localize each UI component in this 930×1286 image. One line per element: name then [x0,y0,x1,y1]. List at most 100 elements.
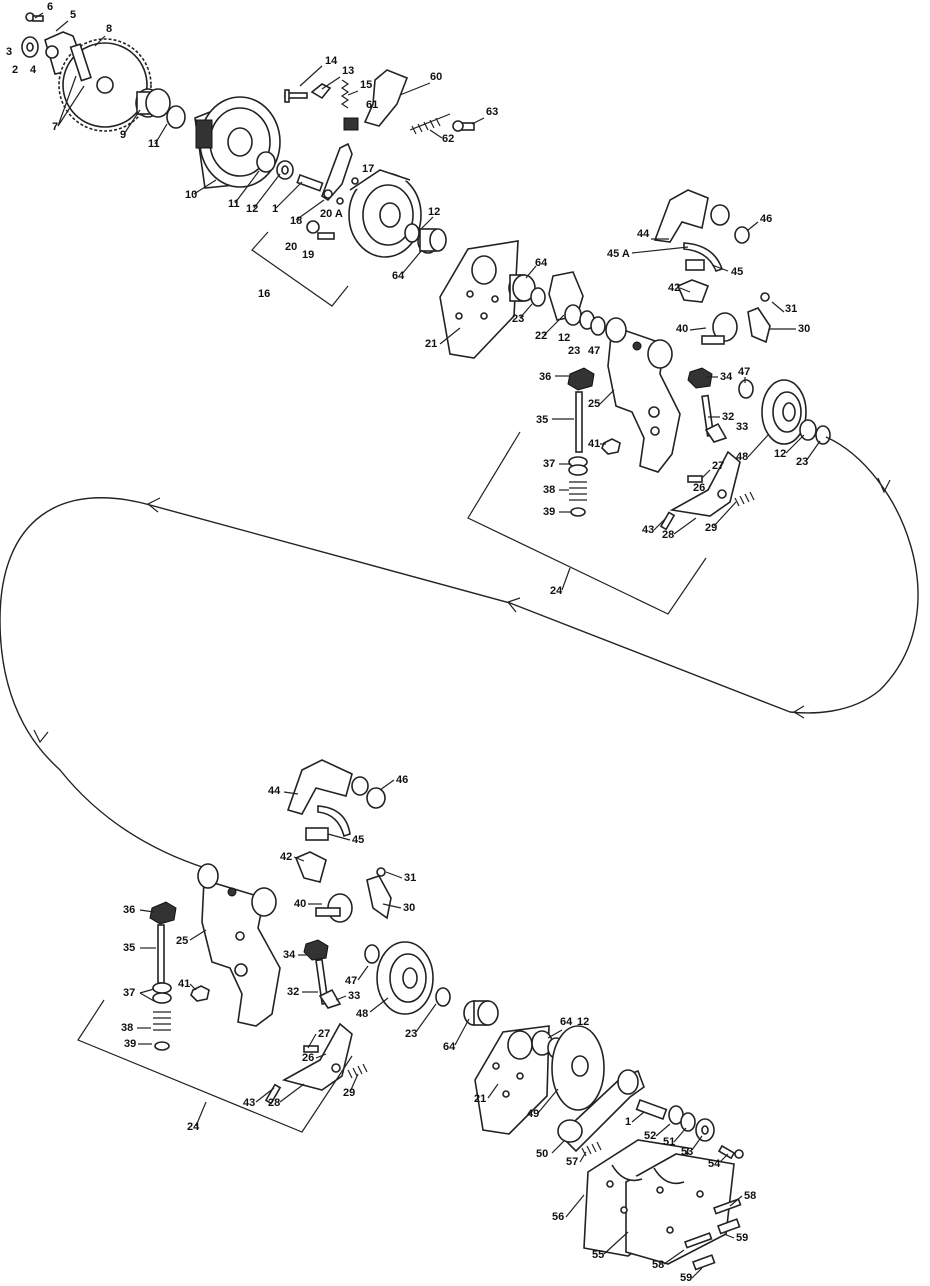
part-label-p36b: 36 [123,904,135,916]
part-label-p17: 17 [362,163,374,175]
part-label-p24a: 24 [550,585,563,597]
top-small-parts [251,69,475,307]
part-label-p12a: 12 [246,203,258,215]
part-label-p59a: 59 [736,1232,748,1244]
part-label-p47b: 47 [738,366,750,378]
part-label-p23d: 23 [405,1028,417,1040]
part-label-p21a: 21 [425,338,437,350]
part-label-p28b: 28 [268,1097,280,1109]
assembly-bottom-right [463,1000,744,1271]
part-label-p52: 52 [644,1130,656,1142]
part-label-p33a: 33 [736,421,748,433]
assembly-bottom-left [77,759,451,1133]
part-label-p23b: 23 [568,345,580,357]
part-label-p1a: 1 [272,203,278,215]
part-label-p25b: 25 [176,935,188,947]
part-label-p1b: 1 [625,1116,631,1128]
part-label-p35b: 35 [123,942,135,954]
part-label-p20: 20 [285,241,297,253]
part-label-p64d: 64 [560,1016,573,1028]
part-label-p32b: 32 [287,986,299,998]
part-label-p23a: 23 [512,313,524,325]
part-label-p58a: 58 [744,1190,756,1202]
part-label-p48a: 48 [736,451,748,463]
part-label-p61: 61 [366,99,378,111]
assembly-top-right [439,189,831,615]
part-label-p51: 51 [663,1136,675,1148]
part-label-p58b: 58 [652,1259,664,1271]
part-label-p39b: 39 [124,1038,136,1050]
part-label-p29b: 29 [343,1087,355,1099]
part-label-p47a: 47 [588,345,600,357]
leader-lines [34,12,821,1279]
part-label-p40b: 40 [294,898,306,910]
part-label-p33b: 33 [348,990,360,1002]
part-label-p13: 13 [342,65,354,77]
part-label-p41b: 41 [178,978,190,990]
part-label-p44b: 44 [268,785,281,797]
part-label-p62: 62 [442,133,454,145]
part-label-p46b: 46 [396,774,408,786]
part-label-p3: 3 [6,46,12,58]
part-label-p40a: 40 [676,323,688,335]
part-label-p11b: 11 [228,198,240,210]
sprocket-assembly [21,12,324,192]
part-label-p14: 14 [325,55,338,67]
part-label-p27a: 27 [712,460,724,472]
part-label-p11a: 11 [148,138,160,150]
part-label-p31b: 31 [404,872,416,884]
part-label-p42a: 42 [668,282,680,294]
part-label-p28a: 28 [662,529,674,541]
part-label-p23c: 23 [796,456,808,468]
part-label-p4: 4 [30,64,37,76]
part-label-p49: 49 [527,1108,539,1120]
part-label-p45b: 45 [352,834,364,846]
part-label-p60: 60 [430,71,442,83]
part-label-p2: 2 [12,64,18,76]
part-label-p19: 19 [302,249,314,261]
part-label-p64c: 64 [443,1041,456,1053]
part-label-p56: 56 [552,1211,564,1223]
part-label-p64a: 64 [392,270,405,282]
part-label-p54: 54 [708,1158,721,1170]
part-label-p55: 55 [592,1249,604,1261]
part-label-p29a: 29 [705,522,717,534]
part-label-p64b: 64 [535,257,548,269]
part-label-p39a: 39 [543,506,555,518]
part-label-p42b: 42 [280,851,292,863]
part-label-p30b: 30 [403,902,415,914]
part-label-p10: 10 [185,189,197,201]
part-label-p26a: 26 [693,482,705,494]
part-label-p37b: 37 [123,987,135,999]
part-label-p50: 50 [536,1148,548,1160]
part-label-p43b: 43 [243,1097,255,1109]
part-label-p31a: 31 [785,303,797,315]
part-label-p59b: 59 [680,1272,692,1284]
part-label-p26b: 26 [302,1052,314,1064]
part-label-p12e: 12 [577,1016,589,1028]
part-label-p25a: 25 [588,398,600,410]
part-label-p12d: 12 [774,448,786,460]
part-label-p30a: 30 [798,323,810,335]
part-label-p37a: 37 [543,458,555,470]
part-label-p35a: 35 [536,414,548,426]
part-label-p46a: 46 [760,213,772,225]
part-label-p38b: 38 [121,1022,133,1034]
part-label-p45Aa: 45 A [607,248,630,260]
part-label-p8: 8 [106,23,112,35]
part-label-p57: 57 [566,1156,578,1168]
part-label-p47c: 47 [345,975,357,987]
part-label-p5: 5 [70,9,76,21]
part-label-p63: 63 [486,106,498,118]
part-label-p34a: 34 [720,371,733,383]
part-label-p15: 15 [360,79,372,91]
part-label-p20a: 20 A [320,208,343,220]
part-label-p9: 9 [120,129,126,141]
part-label-p27b: 27 [318,1028,330,1040]
part-label-p43a: 43 [642,524,654,536]
chain-loop [0,436,919,869]
part-label-p45a: 45 [731,266,743,278]
